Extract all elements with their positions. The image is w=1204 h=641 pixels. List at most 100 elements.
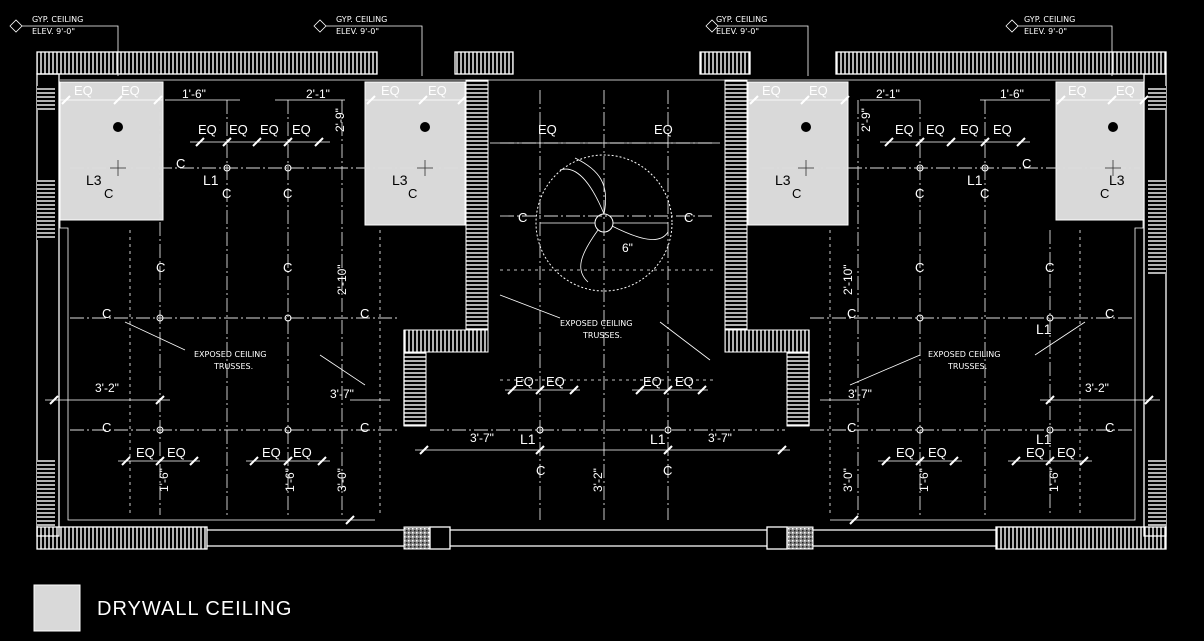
svg-text:C: C	[408, 186, 417, 201]
svg-text:TRUSSES.: TRUSSES.	[947, 362, 987, 371]
svg-text:L3: L3	[392, 172, 408, 188]
ceiling-fan	[535, 154, 673, 292]
svg-text:L3: L3	[1109, 172, 1125, 188]
svg-text:EQ: EQ	[928, 445, 947, 460]
svg-text:EQ: EQ	[260, 122, 279, 137]
svg-text:C: C	[792, 186, 801, 201]
dimension-text: 1'-6" 2'-1" 2'-1" 1'-6" 3'-2" 3'-2" 3'-7…	[95, 87, 1109, 492]
svg-text:GYP. CEILING: GYP. CEILING	[1024, 15, 1075, 24]
svg-text:1'-6": 1'-6"	[1047, 468, 1061, 492]
svg-text:3'-7": 3'-7"	[330, 387, 354, 401]
svg-text:C: C	[1022, 156, 1031, 171]
svg-text:GYP. CEILING: GYP. CEILING	[716, 15, 767, 24]
svg-text:EQ: EQ	[229, 122, 248, 137]
svg-text:EQ: EQ	[1116, 83, 1135, 98]
callout-gyp-3: GYP. CEILING ELEV. 9'-0"	[705, 15, 767, 36]
svg-text:1'-6": 1'-6"	[1000, 87, 1024, 101]
svg-text:EQ: EQ	[167, 445, 186, 460]
svg-text:EQ: EQ	[643, 374, 662, 389]
callout-gyp-1: GYP. CEILING ELEV. 9'-0"	[9, 15, 83, 36]
svg-text:C: C	[980, 186, 989, 201]
svg-text:C: C	[222, 186, 231, 201]
svg-text:3'-0": 3'-0"	[335, 468, 349, 492]
svg-text:C: C	[1105, 420, 1114, 435]
svg-text:C: C	[283, 186, 292, 201]
svg-text:EQ: EQ	[1057, 445, 1076, 460]
light-fixtures	[110, 122, 1121, 434]
dimension-ticks	[45, 95, 1160, 525]
svg-text:GYP. CEILING: GYP. CEILING	[32, 15, 83, 24]
svg-text:C: C	[102, 420, 111, 435]
svg-text:L3: L3	[86, 172, 102, 188]
svg-text:EQ: EQ	[293, 445, 312, 460]
svg-text:ELEV. 9'-0": ELEV. 9'-0"	[1024, 27, 1067, 36]
svg-text:ELEV. 9'-0": ELEV. 9'-0"	[336, 27, 379, 36]
callout-gyp-2: GYP. CEILING ELEV. 9'-0"	[313, 15, 387, 36]
svg-text:C: C	[176, 156, 185, 171]
svg-text:EQ: EQ	[993, 122, 1012, 137]
svg-text:C: C	[102, 306, 111, 321]
svg-text:C: C	[283, 260, 292, 275]
svg-text:L1: L1	[1036, 431, 1052, 447]
svg-text:L1: L1	[203, 172, 219, 188]
svg-text:2'-10": 2'-10"	[841, 264, 855, 295]
svg-text:C: C	[156, 260, 165, 275]
svg-text:3'-7": 3'-7"	[708, 431, 732, 445]
svg-text:2'-1": 2'-1"	[876, 87, 900, 101]
svg-text:L1: L1	[1036, 321, 1052, 337]
legend-label: DRYWALL CEILING	[97, 598, 292, 620]
svg-text:L1: L1	[967, 172, 983, 188]
svg-text:EQ: EQ	[926, 122, 945, 137]
svg-text:EQ: EQ	[546, 374, 565, 389]
svg-text:EQ: EQ	[121, 83, 140, 98]
svg-text:EQ: EQ	[515, 374, 534, 389]
svg-text:C: C	[104, 186, 113, 201]
svg-text:L1: L1	[650, 431, 666, 447]
fixture-tags: L3 L3 L3 L3 L1 L1 L1 L1 L1 L1	[86, 172, 1125, 447]
svg-text:C: C	[536, 463, 545, 478]
svg-text:3'-2": 3'-2"	[591, 468, 605, 492]
svg-text:EQ: EQ	[262, 445, 281, 460]
svg-text:6": 6"	[622, 241, 633, 255]
svg-text:EQ: EQ	[292, 122, 311, 137]
svg-text:3'-7": 3'-7"	[848, 387, 872, 401]
svg-text:C: C	[1105, 306, 1114, 321]
svg-text:EQ: EQ	[895, 122, 914, 137]
svg-text:1'-6": 1'-6"	[157, 468, 171, 492]
svg-text:L1: L1	[520, 431, 536, 447]
svg-text:EQ: EQ	[1068, 83, 1087, 98]
callout-gyp-4: GYP. CEILING ELEV. 9'-0"	[1005, 15, 1075, 36]
svg-text:EXPOSED CEILING: EXPOSED CEILING	[194, 350, 267, 359]
svg-text:EQ: EQ	[136, 445, 155, 460]
svg-text:C: C	[360, 306, 369, 321]
svg-text:EXPOSED CEILING: EXPOSED CEILING	[560, 319, 633, 328]
svg-text:EQ: EQ	[960, 122, 979, 137]
svg-text:C: C	[1100, 186, 1109, 201]
centerline-markers: C C C C C C C C C C C C C C C C C C C C …	[102, 156, 1114, 478]
exposed-ceiling-notes: EXPOSED CEILING TRUSSES. EXPOSED CEILING…	[194, 319, 1001, 371]
svg-text:1'-6": 1'-6"	[182, 87, 206, 101]
svg-text:2'-9": 2'-9"	[333, 108, 347, 132]
svg-text:EQ: EQ	[654, 122, 673, 137]
svg-text:3'-0": 3'-0"	[841, 468, 855, 492]
svg-text:EQ: EQ	[675, 374, 694, 389]
svg-text:TRUSSES.: TRUSSES.	[582, 331, 622, 340]
svg-text:1'-6": 1'-6"	[917, 468, 931, 492]
svg-text:C: C	[663, 463, 672, 478]
svg-text:C: C	[915, 186, 924, 201]
svg-text:C: C	[847, 306, 856, 321]
svg-text:EQ: EQ	[1026, 445, 1045, 460]
central-partitions	[403, 79, 810, 427]
svg-text:EQ: EQ	[809, 83, 828, 98]
svg-text:ELEV. 9'-0": ELEV. 9'-0"	[716, 27, 759, 36]
svg-text:C: C	[1045, 260, 1054, 275]
eq-labels: EQ EQ EQ EQ EQ EQ EQ EQ EQ EQ EQ EQ EQ E…	[74, 83, 1135, 460]
svg-text:1'-6": 1'-6"	[283, 468, 297, 492]
leader-lines	[22, 25, 1113, 386]
svg-text:EQ: EQ	[762, 83, 781, 98]
svg-text:C: C	[847, 420, 856, 435]
svg-text:EQ: EQ	[428, 83, 447, 98]
svg-text:C: C	[360, 420, 369, 435]
svg-text:EQ: EQ	[538, 122, 557, 137]
